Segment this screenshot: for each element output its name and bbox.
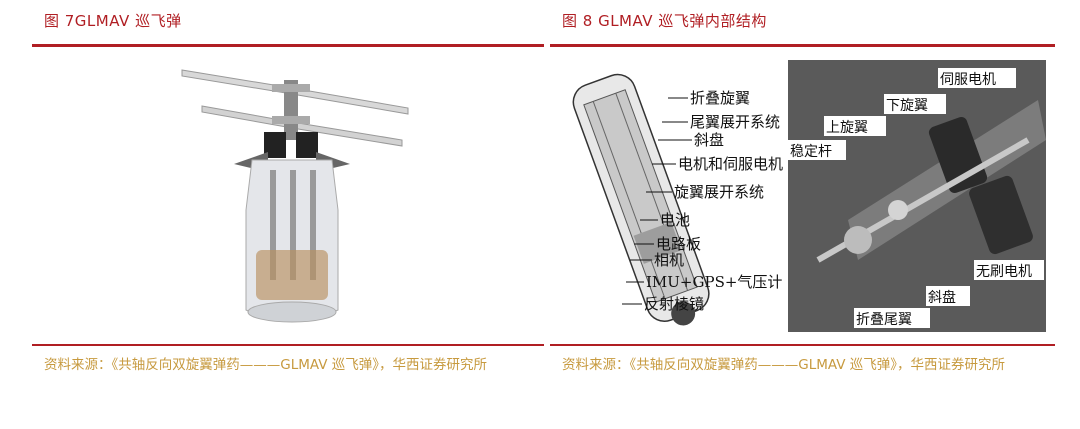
label-imu-gps: IMU+GPS+气压计 (646, 273, 782, 291)
label-folding-rotor: 折叠旋翼 (690, 89, 750, 107)
figure-7-title: 图 7GLMAV 巡飞弹 (44, 12, 182, 30)
source-divider (32, 344, 544, 346)
glmav-munition-image (181, 69, 409, 323)
label-motors: 电机和伺服电机 (678, 155, 783, 173)
label-brushless-motor: 无刷电机 (976, 264, 1032, 280)
figure-8-title: 图 8 GLMAV 巡飞弹内部结构 (562, 12, 767, 30)
internal-photo: 伺服电机 下旋翼 上旋翼 稳定杆 无刷电机 斜盘 折叠尾翼 (788, 60, 1046, 332)
label-prism: 反射棱镜 (644, 295, 704, 313)
label-swashplate: 斜盘 (694, 131, 724, 149)
label-camera: 相机 (654, 251, 684, 269)
label-photo-swashplate: 斜盘 (928, 289, 956, 306)
label-stabilizer-bar: 稳定杆 (790, 144, 832, 160)
label-lower-rotor: 下旋翼 (886, 98, 928, 114)
label-servo-motor: 伺服电机 (940, 72, 996, 88)
label-upper-rotor: 上旋翼 (826, 120, 868, 136)
title-divider (32, 44, 544, 47)
label-circuit-board: 电路板 (656, 235, 701, 253)
figure-7-source: 资料来源：《共轴反向双旋翼弹药———GLMAV 巡飞弹》，华西证券研究所 (44, 357, 488, 373)
title-divider (550, 44, 1055, 47)
label-tail-deploy: 尾翼展开系统 (690, 113, 780, 131)
label-battery: 电池 (660, 211, 690, 229)
figure-8-source: 资料来源：《共轴反向双旋翼弹药———GLMAV 巡飞弹》，华西证券研究所 (562, 357, 1006, 373)
cutaway-diagram: 折叠旋翼 尾翼展开系统 斜盘 电机和伺服电机 旋翼展开系统 电池 电路板 相机 … (572, 73, 783, 326)
label-rotor-deploy: 旋翼展开系统 (674, 183, 764, 201)
label-folding-tail: 折叠尾翼 (856, 312, 912, 328)
source-divider (550, 344, 1055, 346)
